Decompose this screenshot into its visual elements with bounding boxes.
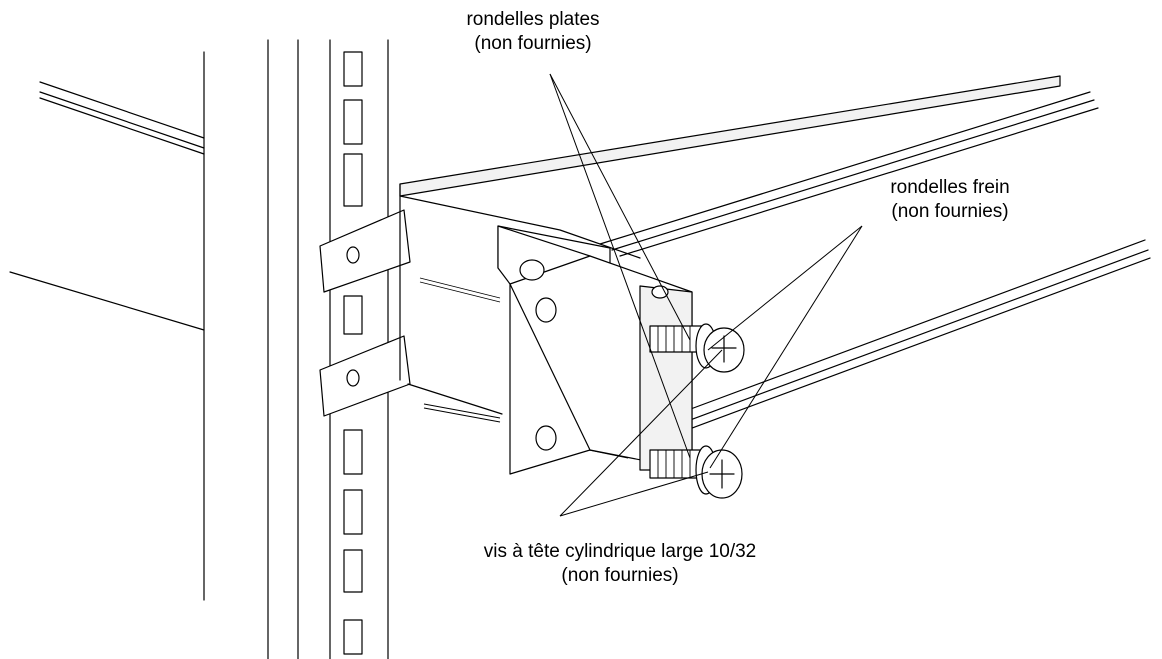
screws-note: (non fournies) [561, 565, 679, 586]
rail-flange-tabs [319, 209, 411, 417]
screws-callout: vis à tête cylindrique large 10/32 (non … [430, 540, 810, 588]
slide-rail [399, 75, 1151, 429]
screws-label: vis à tête cylindrique large 10/32 [483, 541, 757, 562]
leader-lines [549, 73, 863, 517]
upper-screw [649, 323, 745, 373]
flat-washers-note: (non fournies) [474, 33, 592, 54]
left-rack-rail [9, 51, 205, 601]
lower-screw [649, 445, 743, 499]
lock-washers-label: rondelles frein [890, 177, 1010, 198]
lock-washers-note: (non fournies) [891, 201, 1009, 222]
lock-washers-callout: rondelles frein (non fournies) [860, 176, 1040, 224]
flat-washers-callout: rondelles plates (non fournies) [438, 8, 628, 56]
rack-post [267, 39, 389, 659]
mounting-bracket [497, 225, 693, 475]
flat-washers-label: rondelles plates [466, 9, 600, 30]
